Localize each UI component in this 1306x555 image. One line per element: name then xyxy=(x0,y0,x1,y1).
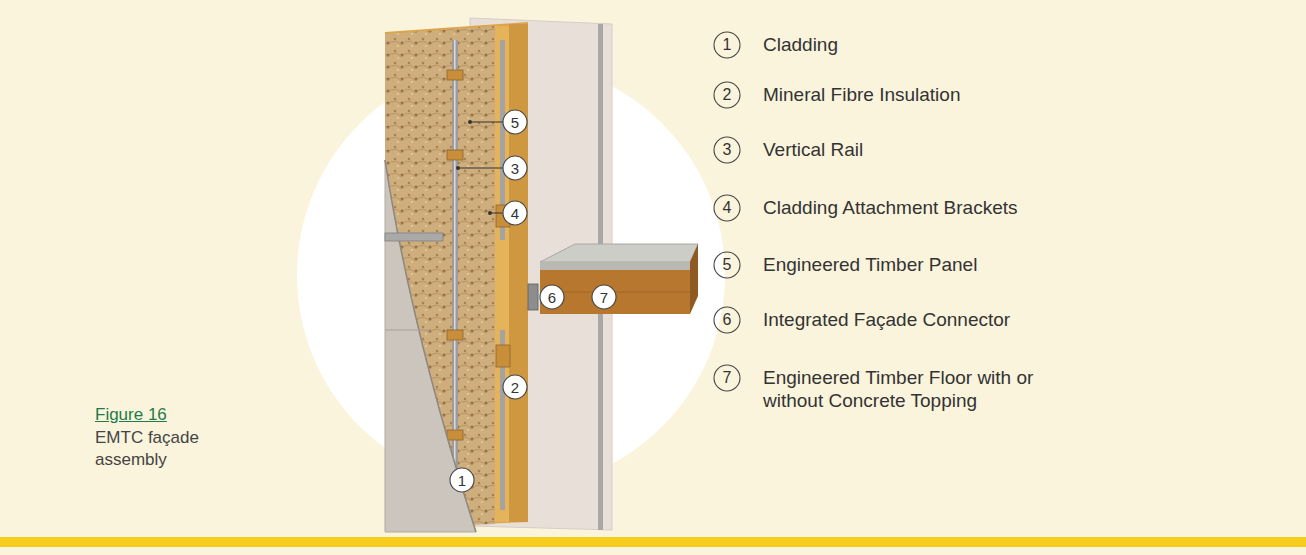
callout-number: 2 xyxy=(713,81,741,109)
leader-dot xyxy=(488,211,492,215)
callout-text: 4 xyxy=(713,194,741,222)
callout-text: 3 xyxy=(713,136,741,164)
callout-number: 7 xyxy=(713,364,741,392)
callout-number: 3 xyxy=(502,155,528,181)
callout-number: 6 xyxy=(539,284,565,310)
facade-connector xyxy=(528,284,538,310)
footer-bar xyxy=(0,537,1306,547)
leader-dot xyxy=(468,120,472,124)
callout-text: 3 xyxy=(502,155,528,181)
callout-text: 7 xyxy=(591,284,617,310)
vertical-rail xyxy=(452,40,458,518)
callout-number: 7 xyxy=(591,284,617,310)
cladding xyxy=(385,160,476,532)
horizontal-bracket xyxy=(385,233,443,241)
part-name: Cladding Attachment Brackets xyxy=(763,196,1018,219)
concrete-topping xyxy=(540,244,698,262)
figure-caption: EMTC façade assembly xyxy=(95,427,213,471)
part-name: Vertical Rail xyxy=(763,138,863,161)
callout-text: 7 xyxy=(713,364,741,392)
callout-number: 4 xyxy=(502,200,528,226)
callout-text: 6 xyxy=(713,306,741,334)
timber-floor-end xyxy=(690,244,698,314)
callout-number: 1 xyxy=(449,467,475,493)
callout-number: 5 xyxy=(713,251,741,279)
callout-text: 2 xyxy=(713,81,741,109)
cladding-joint xyxy=(385,330,432,331)
part-name: Engineered Timber Floor with or without … xyxy=(763,366,1038,412)
callout-number: 1 xyxy=(713,31,741,59)
part-name: Engineered Timber Panel xyxy=(763,253,977,276)
concrete-edge xyxy=(540,262,690,270)
callout-text: 5 xyxy=(502,109,528,135)
callout-number: 2 xyxy=(502,374,528,400)
rail-highlight xyxy=(454,40,456,518)
part-name: Integrated Façade Connector xyxy=(763,308,1010,331)
timber-floor xyxy=(540,270,690,314)
part-name: Mineral Fibre Insulation xyxy=(763,83,960,106)
callout-number: 4 xyxy=(713,194,741,222)
part-name: Cladding xyxy=(763,33,838,56)
callout-text: 5 xyxy=(713,251,741,279)
callout-text: 1 xyxy=(449,467,475,493)
callout-number: 5 xyxy=(502,109,528,135)
leader-line xyxy=(470,122,503,123)
callout-text: 2 xyxy=(502,374,528,400)
timber-strip xyxy=(509,24,528,522)
figure-title: Figure 16 xyxy=(95,404,167,425)
cladding-edge xyxy=(385,160,476,532)
callout-text: 4 xyxy=(502,200,528,226)
timber-strip xyxy=(495,26,509,522)
leader-dot xyxy=(456,166,460,170)
callout-text: 6 xyxy=(539,284,565,310)
callout-number: 3 xyxy=(713,136,741,164)
attachment-brackets xyxy=(447,70,510,440)
leader-line xyxy=(458,168,503,169)
callout-text: 1 xyxy=(713,31,741,59)
callout-number: 6 xyxy=(713,306,741,334)
